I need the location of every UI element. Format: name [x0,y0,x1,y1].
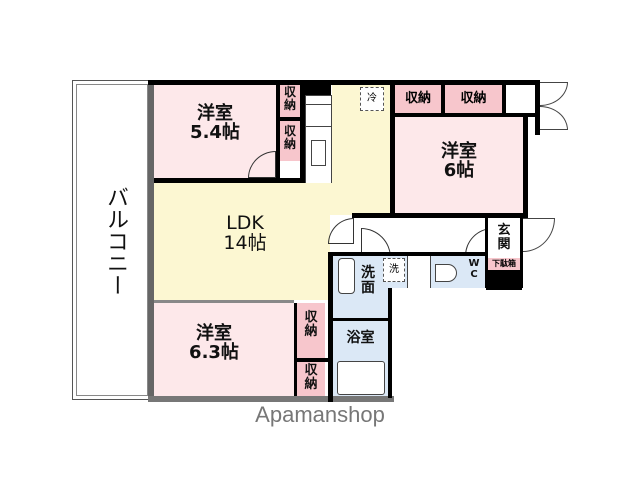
western-room-2: 洋室 6帖 [395,117,523,213]
wall [333,318,388,321]
front-door-icon [523,218,555,252]
room-type: 洋室 [197,103,233,124]
washbasin-icon [338,258,355,294]
wall [486,270,522,290]
room-size: 6.3帖 [189,341,239,363]
shoe-box: 下駄箱 [488,258,520,270]
room-size: 6帖 [443,159,475,181]
wall [276,85,280,185]
room-type: 洋室 [196,323,232,344]
wall [300,85,305,183]
storage: 収 納 [280,85,300,117]
storage: 収 納 [297,362,325,396]
wall [352,213,528,218]
ldk-area [154,215,330,300]
wall [154,178,304,183]
wall [294,358,328,362]
brand-watermark: Apamanshop [255,402,385,427]
wall [333,252,488,256]
wall [441,85,445,115]
bathtub-icon [337,361,385,395]
entrance: 玄 関 [488,218,520,258]
storage: 収 納 [297,303,325,358]
wall [154,300,294,303]
toilet-icon [435,264,457,282]
wall [280,117,302,121]
pipe-space [407,256,431,288]
bathroom: 浴室 [333,321,388,396]
washroom-label: 洗 面 [361,265,375,297]
wall [390,80,395,220]
wall [328,252,333,402]
room-type: 洋室 [441,141,477,162]
storage: 収納 [445,85,502,113]
balcony-label: バルコニー [103,186,128,296]
ldk-area [154,183,390,215]
wall [305,85,331,95]
door-icon [540,106,568,130]
wall [148,80,540,85]
wall [520,218,523,288]
balcony: バルコニー [72,80,152,400]
western-room-1: 洋室 5.4帖 [154,85,276,178]
room-size: 5.4帖 [190,121,240,143]
wall [502,80,506,120]
western-room-3: 洋室 6.3帖 [154,303,294,396]
door-icon [328,218,354,244]
door-icon [540,82,568,106]
wall [294,303,297,396]
wall [148,396,394,402]
wall [535,80,540,135]
wall [148,80,154,402]
washer-space: 洗 [383,258,405,282]
sink-icon [311,140,326,166]
storage: 収 納 [280,121,300,161]
toilet: W C [431,256,485,288]
wall [388,288,392,398]
kitchen-counter [305,95,332,185]
ldk-label: LDK 14帖 [223,212,267,254]
storage: 収納 [395,85,441,113]
wall [395,113,535,117]
wall [523,117,528,217]
door-icon [248,151,276,178]
fridge-space: 冷 [360,87,384,111]
